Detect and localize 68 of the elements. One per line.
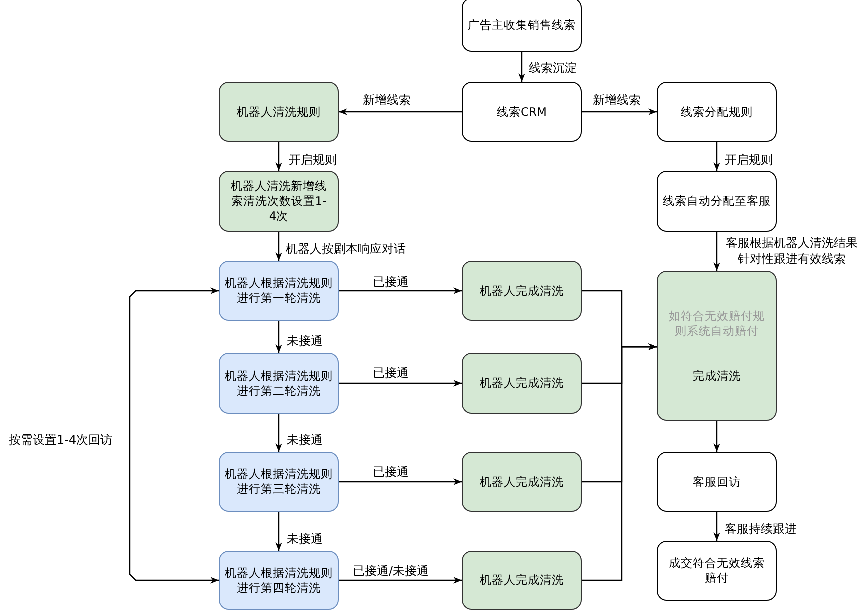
process-box [657, 82, 777, 142]
arrow [714, 512, 720, 541]
process-box [219, 551, 339, 610]
box-text: 机器人根据清洗规则进行第三轮清洗 [224, 467, 334, 497]
box-text: 广告主收集销售线索 [468, 18, 576, 32]
process-box [219, 452, 339, 512]
process-box [657, 171, 777, 232]
box-text: 成交符合无效线索赔付 [668, 556, 766, 586]
arrow [276, 321, 282, 353]
arrow [714, 232, 720, 271]
edge-label: 已接通 [372, 365, 410, 381]
process-box [462, 551, 582, 610]
process-box [219, 261, 339, 321]
edge-label: 线索沉淀 [528, 60, 578, 76]
arrow [129, 288, 219, 584]
edge-label: 开启规则 [724, 152, 774, 168]
process-box [219, 171, 339, 232]
edge-label: 已接通 [372, 274, 410, 290]
edge-label: 客服持续跟进 [724, 521, 798, 537]
box-text: 机器人根据清洗规则进行第二轮清洗 [224, 368, 334, 398]
edge-label: 机器人按剧本响应对话 [285, 241, 407, 257]
box-text: 机器人清洗新增线索清洗次数设置1-4次 [230, 179, 328, 224]
arrow [276, 142, 282, 171]
process-box [657, 541, 777, 601]
arrow [339, 380, 462, 387]
box-text: 线索自动分配至客服 [663, 194, 771, 209]
box-text: 线索分配规则 [681, 104, 753, 120]
box-text: 完成清洗 [693, 368, 741, 384]
arrow [339, 577, 462, 584]
box-text: 机器人完成清洗 [480, 284, 564, 298]
box-text: 机器人完成清洗 [480, 474, 564, 490]
arrow [339, 478, 462, 486]
arrow [582, 108, 657, 116]
arrow [518, 52, 526, 82]
edge-label: 开启规则 [288, 152, 338, 168]
process-box [219, 353, 339, 414]
box-text: 机器人根据清洗规则进行第四轮清洗 [224, 566, 334, 596]
box-text: 机器人清洗规则 [237, 104, 321, 120]
box-text: 如符合无效赔付规则系统自动赔付 [668, 308, 766, 338]
process-box [462, 353, 582, 414]
process-box [657, 452, 777, 512]
edge-label: 未接通 [286, 432, 324, 448]
arrow [276, 512, 282, 551]
edge-label: 按需设置1-4次回访 [8, 432, 114, 448]
process-box [462, 452, 582, 512]
process-box [657, 271, 777, 421]
process-box [462, 261, 582, 321]
box-text: 机器人完成清洗 [480, 573, 564, 588]
arrow [714, 421, 720, 452]
edge-label: 未接通 [286, 531, 324, 547]
arrow [276, 232, 282, 261]
edge-label: 已接通/未接通 [352, 563, 430, 579]
box-text: 线索CRM [497, 104, 547, 120]
process-box [462, 0, 582, 52]
arrow [339, 288, 462, 294]
box-text: 机器人根据清洗规则进行第一轮清洗 [224, 276, 334, 306]
edge-label: 新增线索 [362, 92, 412, 108]
edge-label: 新增线索 [592, 92, 642, 108]
arrow [276, 414, 282, 452]
arrow [582, 344, 657, 582]
edge-label: 未接通 [286, 333, 324, 349]
edge-label: 已接通 [372, 464, 410, 480]
box-text: 客服回访 [693, 474, 741, 490]
arrow [714, 142, 720, 171]
arrow [339, 108, 462, 116]
box-text: 机器人完成清洗 [480, 376, 564, 391]
process-box [219, 82, 339, 142]
process-box [462, 82, 582, 142]
